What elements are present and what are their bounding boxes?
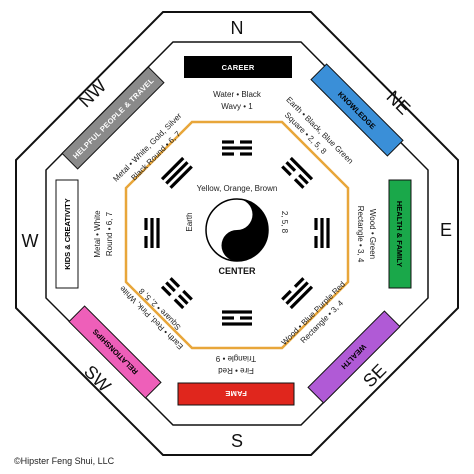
health-label: HEALTH & FAMILY [395, 201, 404, 267]
trigram-line-broken [314, 218, 318, 230]
trigram-e [314, 218, 330, 248]
copyright-text: ©Hipster Feng Shui, LLC [14, 456, 115, 466]
trigram-group [144, 140, 330, 326]
career-sector: CAREER Water • Black Wavy • 1 [184, 56, 292, 111]
trigram-line-solid [222, 322, 252, 326]
compass-e: E [440, 220, 452, 240]
knowledge-label-box [310, 63, 404, 157]
trigram-line-solid [222, 146, 252, 150]
fame-sector: FAME Fire • Red Triangle • 9 [177, 354, 295, 406]
trigram-line-broken [182, 289, 193, 301]
trigram-line-solid [289, 285, 314, 310]
trigram-line-solid [326, 218, 330, 248]
kids-sector: KIDS & CREATIVITY [55, 179, 79, 289]
trigram-line-broken [281, 165, 292, 177]
trigram-line-solid [320, 218, 324, 248]
kids-label-box [55, 179, 79, 289]
career-label: CAREER [222, 63, 255, 72]
trigram-line-broken [165, 281, 176, 293]
trigram-line-broken [160, 285, 172, 297]
trigram-line-solid [169, 165, 193, 189]
trigram-line-broken [169, 277, 181, 288]
health-line1: Wood • Green [368, 209, 377, 259]
trigram-w [144, 218, 160, 248]
trigram-line-broken [240, 152, 252, 156]
health-sector: HEALTH & FAMILY [388, 179, 412, 289]
trigram-line-solid [285, 281, 309, 305]
trigram-line-solid [156, 218, 160, 248]
trigram-line-broken [298, 173, 309, 185]
trigram-line-broken [293, 178, 305, 189]
kids-line1: Metal • White [93, 210, 102, 258]
trigram-line-broken [144, 218, 148, 230]
trigram-line-broken [177, 294, 189, 305]
trigram-se [281, 277, 314, 310]
trigram-n [222, 140, 252, 156]
trigram-line-solid [160, 156, 185, 181]
trigram-line-broken [222, 152, 234, 156]
career-label-box [184, 56, 292, 78]
relationships-label-box [68, 305, 162, 399]
trigram-line-solid [222, 310, 252, 314]
trigram-sw [160, 277, 193, 310]
center-colors: Yellow, Orange, Brown [197, 184, 278, 193]
compass-n: N [231, 18, 244, 38]
kids-line2: Round • 6, 7 [105, 211, 114, 256]
trigram-line-broken [314, 236, 318, 248]
trigram-line-broken [240, 316, 252, 320]
compass-s: S [231, 431, 243, 451]
career-line2: Wavy • 1 [221, 102, 253, 111]
trigram-line-solid [289, 156, 314, 181]
kids-desc: Metal • White Round • 6, 7 [93, 210, 114, 258]
helpful-label-box [61, 66, 165, 170]
center-element: Earth [185, 212, 194, 231]
trigram-ne [281, 156, 314, 189]
health-line2: Rectangle • 3, 4 [356, 206, 365, 263]
kids-label: KIDS & CREATIVITY [63, 198, 72, 270]
health-label-box [388, 179, 412, 289]
trigram-line-broken [281, 289, 292, 301]
compass-w: W [22, 231, 39, 251]
trigram-line-solid [165, 161, 189, 185]
fame-line2: Triangle • 9 [215, 354, 256, 363]
fame-label: FAME [225, 389, 247, 398]
trigram-line-broken [222, 140, 234, 144]
trigram-line-broken [222, 316, 234, 320]
health-desc: Wood • Green Rectangle • 3, 4 [356, 206, 377, 263]
trigram-line-solid [150, 218, 154, 248]
trigram-s [222, 310, 252, 326]
trigram-nw [160, 156, 193, 189]
fame-line1: Fire • Red [218, 366, 254, 375]
center-label: CENTER [218, 266, 256, 276]
trigram-line-broken [293, 277, 305, 288]
fame-label-box [177, 382, 295, 406]
yin-yang-icon [205, 198, 269, 262]
trigram-line-broken [240, 140, 252, 144]
trigram-line-broken [144, 236, 148, 248]
trigram-line-broken [173, 298, 185, 310]
career-line1: Water • Black [213, 90, 262, 99]
center-numbers: 2, 5, 8 [280, 211, 289, 234]
trigram-line-broken [285, 161, 297, 172]
wealth-label-box [307, 310, 401, 404]
